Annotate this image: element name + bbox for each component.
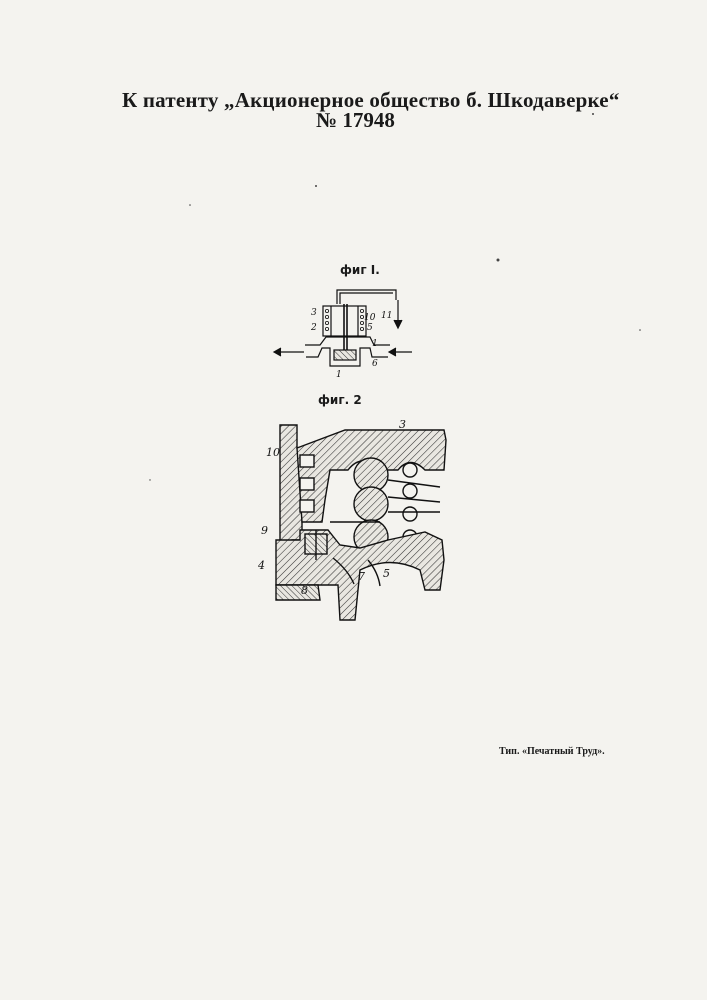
fig2-callout-5: 5: [383, 567, 390, 580]
fig2-callout-9: 9: [261, 524, 268, 537]
fig1-callout-10: 10: [364, 313, 376, 323]
figure-1-drawing: [274, 290, 412, 366]
fig1-callout-5: 5: [367, 323, 373, 333]
fig2-callout-7: 7: [358, 570, 365, 583]
fig2-callout-8: 8: [301, 584, 308, 597]
fig2-callout-10: 10: [266, 446, 280, 459]
fig1-callout-6: 6: [372, 359, 378, 369]
fig1-callout-3: 3: [311, 308, 317, 318]
fig1-callout-2: 2: [310, 323, 317, 333]
printer-imprint: Тип. «Печатный Труд».: [499, 746, 605, 757]
fig2-callout-4: 4: [257, 559, 265, 572]
fig1-callout-1-bottom: 1: [336, 370, 342, 380]
scan-specks: [149, 113, 641, 481]
fig2-callout-3: 3: [399, 418, 406, 431]
fig1-callout-11: 11: [381, 311, 392, 321]
fig1-callout-1-right: 1: [372, 339, 378, 349]
